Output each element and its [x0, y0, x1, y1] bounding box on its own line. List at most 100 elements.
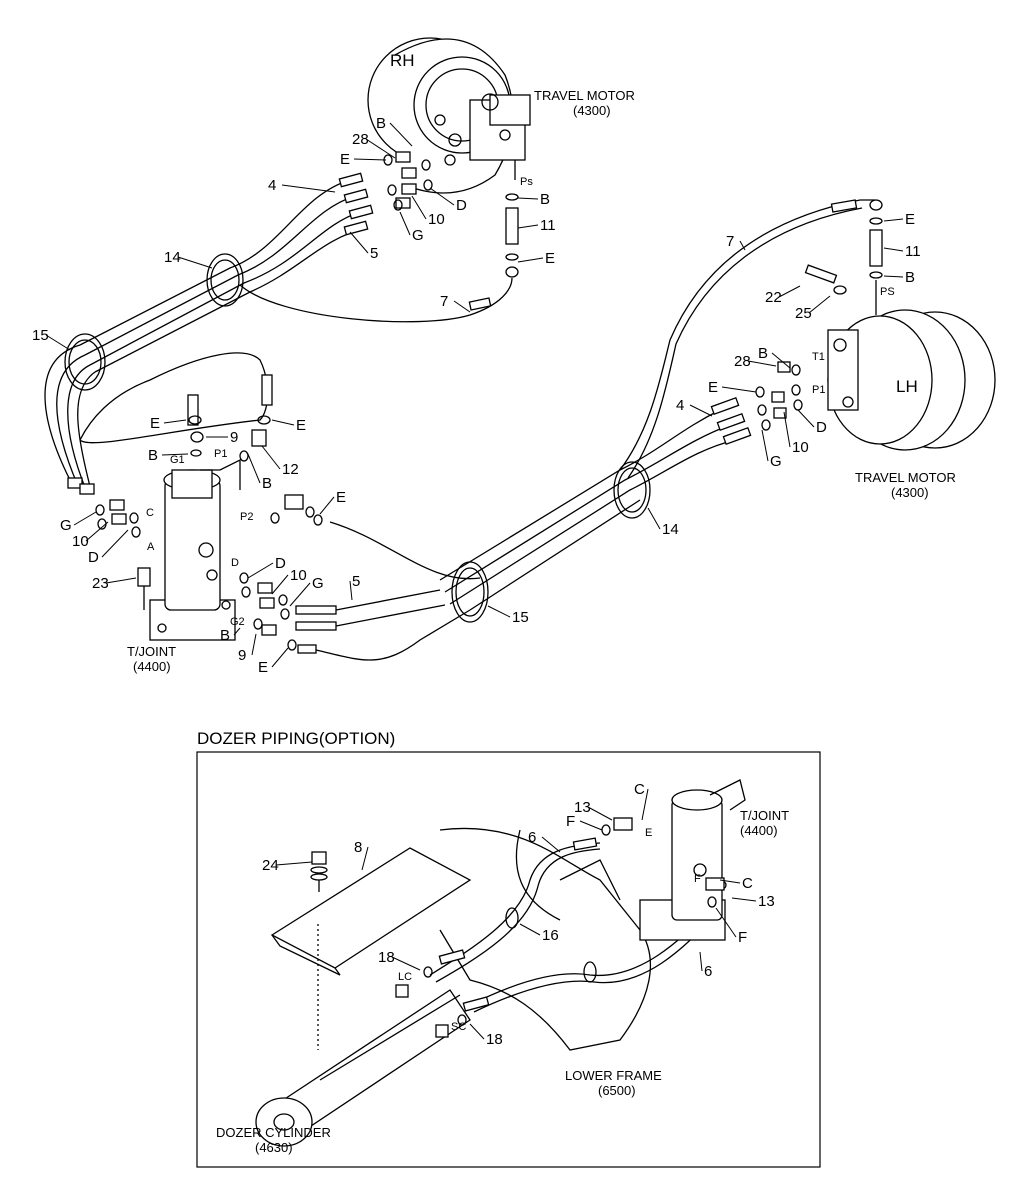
callout-tj-g2: G [312, 575, 324, 592]
callout-dz-16: 16 [542, 927, 559, 944]
port-lc: LC [398, 971, 412, 983]
callout-leader-dz-13b [731, 897, 757, 902]
callout-rh-g: G [412, 227, 424, 244]
callout-leader-rh-d [429, 187, 455, 206]
port-g1: G1 [170, 454, 185, 466]
callout-tj-e2: E [296, 417, 306, 434]
callout-tj-10b: 10 [290, 567, 307, 584]
callout-lh-e2: E [708, 379, 718, 396]
port-g2: G2 [230, 616, 245, 628]
callout-rh-4: 4 [268, 177, 276, 194]
callout-lh-28: 28 [734, 353, 751, 370]
callout-leader-lh-28 [747, 360, 777, 367]
port-a: A [147, 541, 155, 553]
callout-leader-rh-e [353, 158, 387, 161]
dozer-tjoint-body [639, 779, 746, 941]
callout-tj-b2: B [262, 475, 272, 492]
callout-tj-9a: 9 [230, 429, 238, 446]
callout-leader-rh-e2 [517, 257, 544, 263]
callout-leader-tj-e1 [163, 419, 187, 424]
callout-lh-11: 11 [905, 243, 921, 260]
port-e-dozer: E [645, 827, 652, 839]
callout-u-7b: 7 [726, 233, 734, 250]
callout-tj-e4: E [258, 659, 268, 676]
callout-leader-u-14a [177, 256, 213, 269]
callout-leader-tj-b1 [161, 453, 189, 456]
callout-dz-f1: F [566, 813, 575, 830]
callout-tj-e1: E [150, 415, 160, 432]
callout-dz-f2: F [738, 929, 747, 946]
upper-labels: RH TRAVEL MOTOR (4300) LH TRAVEL MOTOR (… [127, 51, 956, 674]
rh-motor-code: (4300) [573, 103, 611, 118]
callout-leader-dz-18b [469, 1023, 485, 1040]
callout-lh-25: 25 [795, 305, 812, 322]
callout-leader-u-7a [453, 300, 471, 313]
callout-leader-lh-d [797, 409, 815, 428]
callout-dz-18a: 18 [378, 949, 395, 966]
port-p2: P2 [240, 511, 253, 523]
callout-rh-b1: B [376, 115, 386, 132]
callout-leader-tj-b2 [247, 453, 261, 484]
lh-motor-name: TRAVEL MOTOR [855, 470, 956, 485]
callout-lh-10: 10 [792, 439, 809, 456]
dozer-title: DOZER PIPING(OPTION) [197, 729, 395, 748]
callout-lh-e1: E [905, 211, 915, 228]
callout-leader-rh-28 [365, 138, 396, 159]
callout-lh-d: D [816, 419, 827, 436]
callout-leader-tj-9b [251, 633, 257, 656]
callout-dz-6a: 6 [528, 829, 536, 846]
callout-leader-tj-e4 [271, 647, 289, 668]
callout-leader-dz-13a [587, 806, 613, 821]
callout-lh-g: G [770, 453, 782, 470]
callout-leader-rh-10 [411, 195, 427, 220]
callout-leader-tj-b3 [233, 627, 241, 636]
callout-u-14b: 14 [662, 521, 679, 538]
callout-tj-d1: D [88, 549, 99, 566]
dozer-cylinder-code: (4630) [255, 1140, 293, 1155]
port-t1: T1 [812, 351, 825, 363]
port-p1: P1 [214, 448, 227, 460]
callout-rh-d: D [456, 197, 467, 214]
lower-frame-name: LOWER FRAME [565, 1068, 662, 1083]
callout-leader-rh-g [399, 211, 411, 236]
callout-leader-tj-10a [85, 521, 109, 542]
dozer-drawing [255, 779, 746, 1147]
lower-frame-code: (6500) [598, 1083, 636, 1098]
callout-leader-tj-d2 [247, 562, 274, 579]
lh-fittings [755, 264, 847, 431]
callout-lh-b1: B [905, 269, 915, 286]
callout-leader-u-7b [739, 240, 746, 251]
callout-rh-28: 28 [352, 131, 369, 148]
callout-rh-e: E [340, 151, 350, 168]
callout-leader-lh-g [761, 429, 769, 462]
callout-u-5b: 5 [352, 573, 360, 590]
port-ps-rh: Ps [520, 176, 533, 188]
callout-leader-dz-c1 [641, 788, 649, 821]
port-sc: SC [451, 1021, 466, 1033]
callout-dz-24: 24 [262, 857, 279, 874]
upper-left-hose-bundle [44, 172, 513, 495]
callout-leader-u-14b [647, 507, 661, 530]
callout-tj-10a: 10 [72, 533, 89, 550]
rh-motor-tag: RH [390, 51, 415, 70]
callout-leader-dz-f2 [715, 907, 737, 938]
port-ps-lh: PS [880, 286, 895, 298]
callout-tj-23: 23 [92, 575, 109, 592]
callout-rh-10: 10 [428, 211, 445, 228]
callout-leader-rh-b2 [517, 197, 539, 200]
rh-travel-motor [367, 37, 531, 194]
tjoint-body [137, 458, 241, 641]
callout-dz-13a: 13 [574, 799, 591, 816]
callout-leader-dz-6b [699, 951, 703, 972]
callout-leader-lh-22 [778, 285, 801, 298]
callout-leader-lh-4 [689, 404, 713, 417]
callout-lh-22: 22 [765, 289, 782, 306]
dozer-labels: DOZER PIPING(OPTION) T/JOINT (4400) LOWE… [197, 729, 789, 1155]
tjoint-code: (4400) [133, 659, 171, 674]
callout-leader-u-15a [45, 334, 71, 351]
callout-leader-tj-d1 [101, 529, 129, 558]
lh-motor-code: (4300) [891, 485, 929, 500]
callout-lh-4: 4 [676, 397, 684, 414]
callout-leader-u-5b [349, 580, 353, 601]
